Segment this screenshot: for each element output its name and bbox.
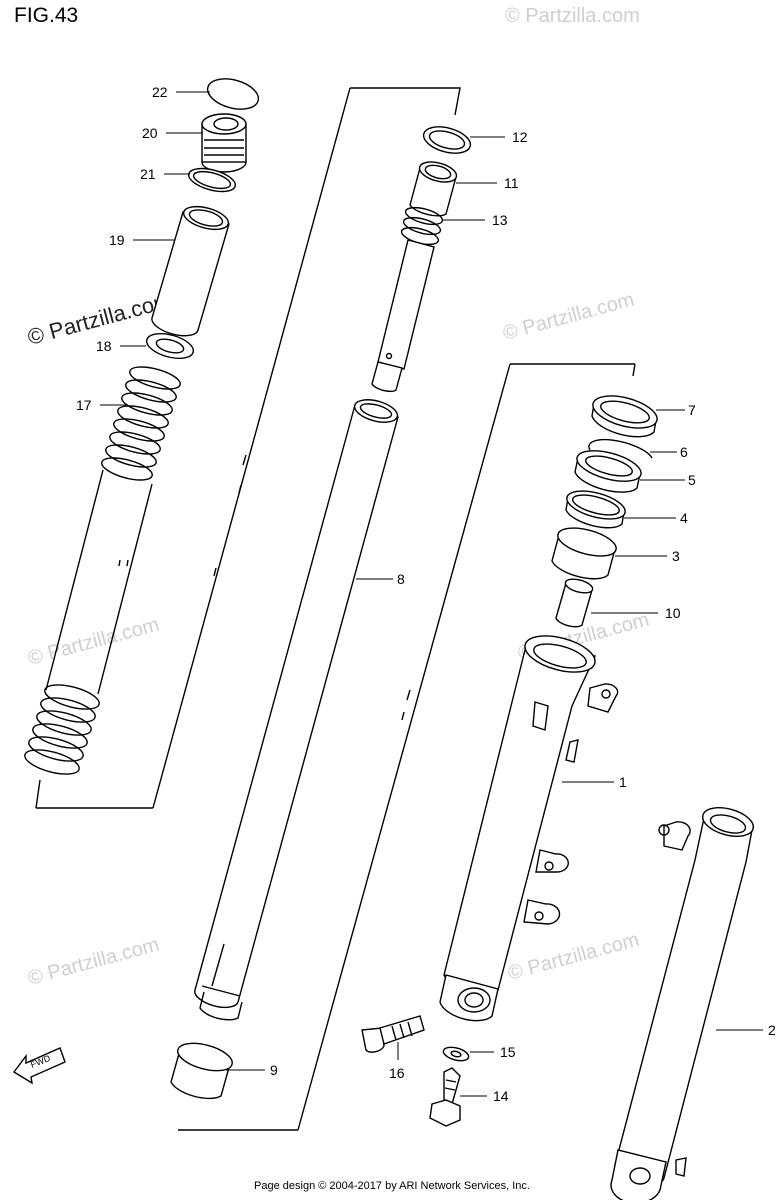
callout-13: 13	[492, 212, 508, 228]
callout-1: 1	[619, 774, 627, 790]
part-3-guide-bushing	[551, 527, 617, 580]
callout-labels: 22 20 21 19 18 17 12 11 13 8 9 7 6 5 4 3…	[76, 84, 776, 1104]
callout-16: 16	[389, 1065, 405, 1081]
callout-7: 7	[688, 402, 696, 418]
part-5-oil-seal	[574, 450, 642, 493]
part-12-ring	[422, 126, 472, 154]
watermark-left-middle: © Partzilla.com	[26, 614, 162, 670]
callout-12: 12	[512, 129, 528, 145]
page-footer: Page design © 2004-2017 by ARI Network S…	[254, 1180, 530, 1192]
callout-18: 18	[96, 338, 112, 354]
callout-22: 22	[152, 84, 168, 100]
part-17-spring-body	[45, 469, 153, 695]
part-17-spring-top	[101, 366, 181, 481]
part-19-spacer	[151, 205, 230, 337]
watermark-top-right: © Partzilla.com	[505, 5, 640, 27]
part-16-bolt	[361, 1015, 425, 1053]
fwd-arrow-icon: FWD	[12, 1047, 66, 1085]
callout-5: 5	[688, 472, 696, 488]
callout-20: 20	[142, 125, 158, 141]
leader-lines	[100, 91, 763, 1097]
part-15-washer	[442, 1046, 470, 1062]
part-17-spring-bottom	[24, 684, 100, 775]
part-8-inner-tube	[194, 399, 411, 1021]
part-1-outer-tube	[439, 635, 619, 1022]
part-2-outer-tube	[610, 807, 755, 1200]
part-9-bushing	[170, 1042, 233, 1100]
watermark-left-lower: © Partzilla.com	[26, 934, 162, 990]
callout-9: 9	[270, 1062, 278, 1078]
part-11-piston	[409, 161, 458, 217]
watermark-right-lower: © Partzilla.com	[506, 929, 642, 985]
part-14-bolt	[429, 1067, 461, 1127]
center-outline	[178, 363, 636, 1131]
callout-19: 19	[109, 232, 125, 248]
callout-15: 15	[500, 1044, 516, 1060]
callout-21: 21	[140, 166, 156, 182]
part-18-washer	[145, 332, 195, 360]
callout-10: 10	[665, 605, 681, 621]
watermark-right-upper: © Partzilla.com	[501, 289, 637, 345]
part-4-washer	[565, 490, 626, 529]
part-22-cap	[206, 78, 260, 110]
callout-17: 17	[76, 397, 92, 413]
damper-rod	[371, 239, 435, 393]
part-6-circlip	[588, 438, 653, 459]
callout-11: 11	[504, 175, 519, 191]
callout-3: 3	[672, 548, 680, 564]
callout-14: 14	[493, 1088, 509, 1104]
figure-title: FIG.43	[14, 4, 79, 27]
callout-4: 4	[680, 510, 688, 526]
left-assembly-outline	[35, 87, 461, 809]
callout-6: 6	[680, 444, 688, 460]
part-7-dust-seal	[591, 395, 658, 438]
part-20-bolt	[201, 113, 247, 173]
part-10-slide-bushing	[555, 578, 594, 628]
callout-2: 2	[768, 1022, 776, 1038]
callout-8: 8	[397, 571, 405, 587]
